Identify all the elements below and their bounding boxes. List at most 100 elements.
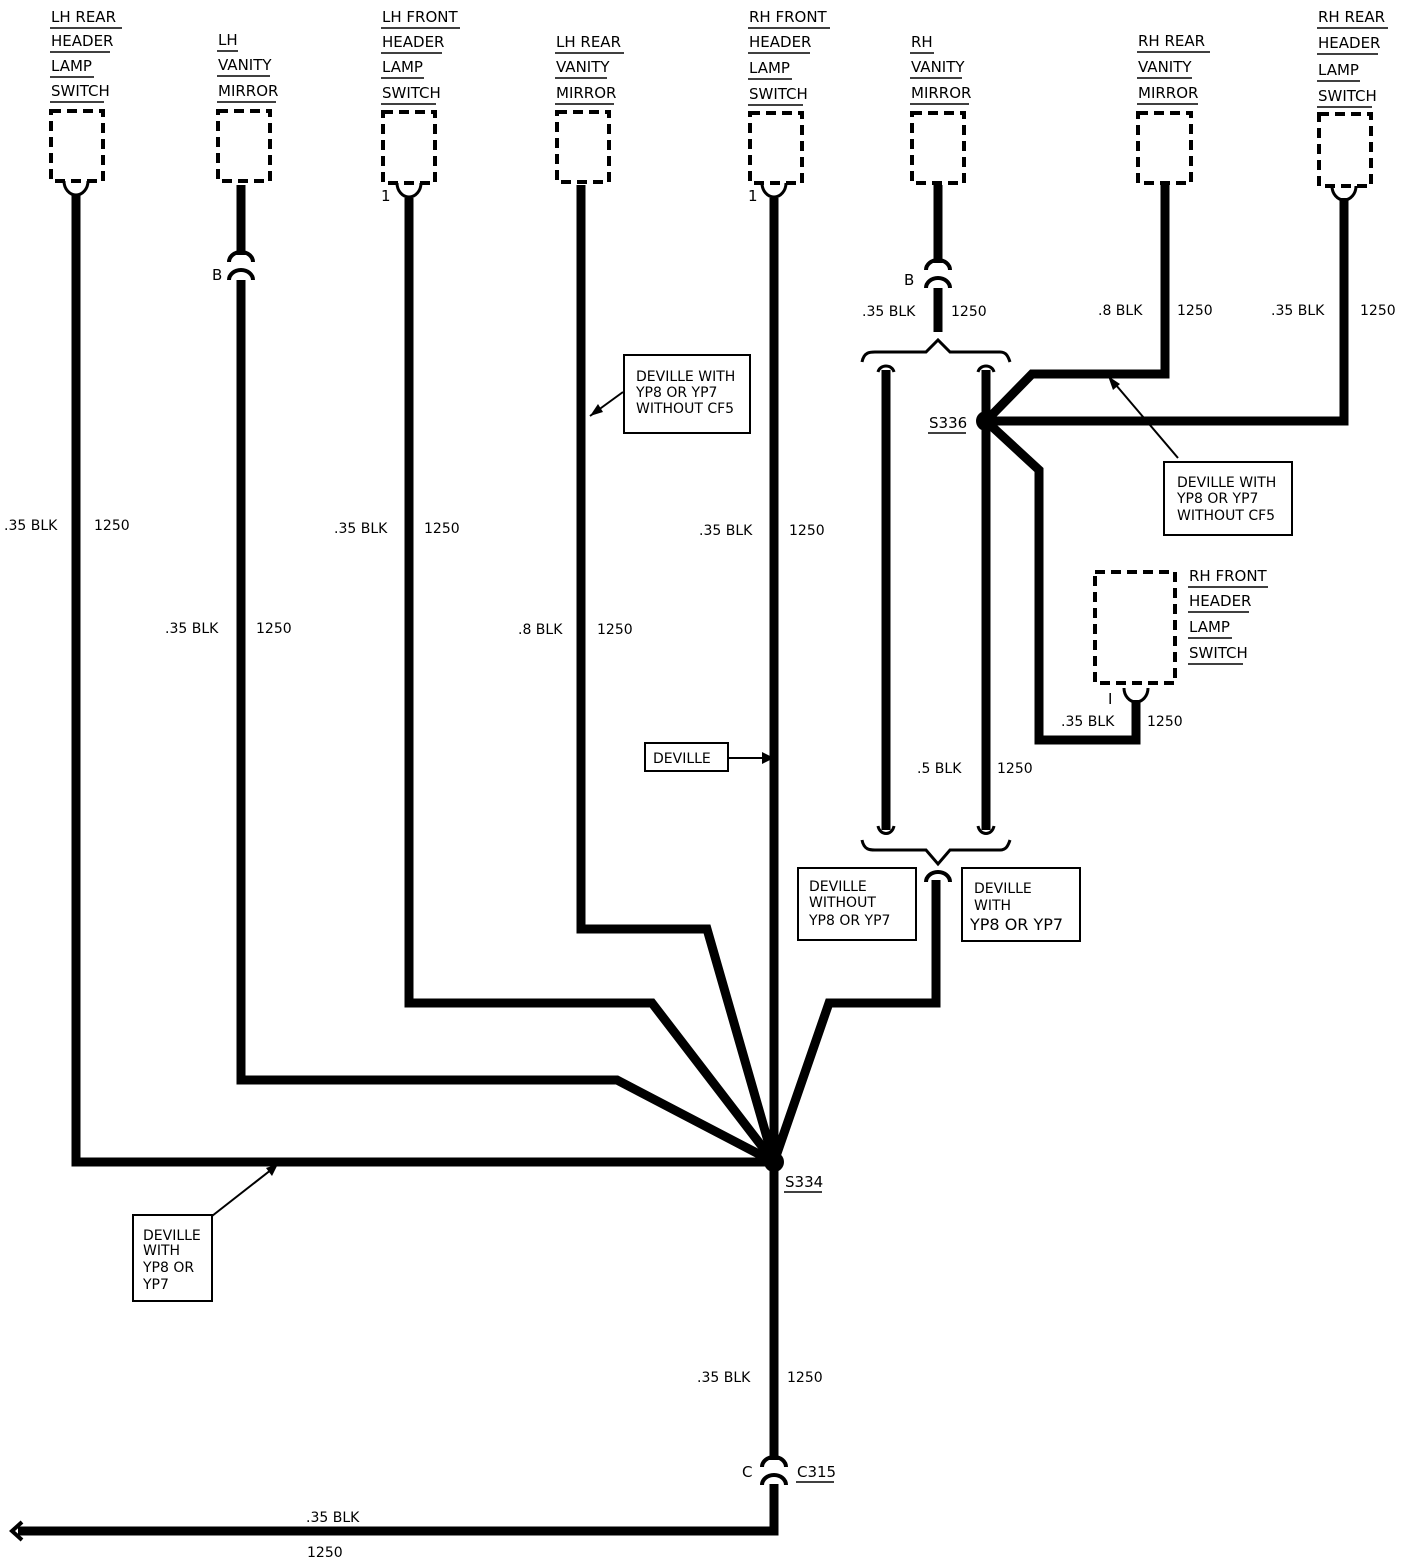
wire-rh-rear-header bbox=[986, 198, 1349, 426]
n2-line3: WITHOUT CF5 bbox=[1177, 508, 1275, 524]
n5-line1: DEVILLE bbox=[974, 881, 1032, 897]
c5-line3: LAMP bbox=[749, 59, 790, 77]
c1-line3: LAMP bbox=[51, 57, 92, 75]
n5-line2: WITH bbox=[974, 898, 1011, 914]
w8-size: .35 BLK bbox=[1271, 303, 1325, 319]
n6-line4: YP7 bbox=[142, 1277, 169, 1293]
wire-lh-rear-header bbox=[71, 195, 774, 1167]
c5-line4: SWITCH bbox=[749, 85, 808, 103]
wire-lh-front-header bbox=[404, 198, 778, 1165]
c9-line3: LAMP bbox=[1189, 618, 1230, 636]
w7-size: .8 BLK bbox=[1098, 303, 1143, 319]
c2-line3: MIRROR bbox=[218, 82, 278, 100]
c5-line2: HEADER bbox=[749, 33, 811, 51]
n2-line1: DEVILLE WITH bbox=[1177, 475, 1276, 491]
note-n6-box bbox=[132, 1214, 213, 1302]
pin-i: I bbox=[1108, 690, 1112, 708]
connector-b1-cup bbox=[227, 250, 255, 281]
arrowhead-n2 bbox=[1108, 376, 1120, 390]
w1-circuit: 1250 bbox=[94, 518, 130, 534]
c7-line2: VANITY bbox=[1138, 58, 1192, 76]
c7-line1: RH REAR bbox=[1138, 32, 1205, 50]
arrow-n6 bbox=[211, 1165, 277, 1217]
rh-vanity-mirror-box bbox=[910, 111, 966, 185]
w5-size: .35 BLK bbox=[699, 523, 753, 539]
c2-line2: VANITY bbox=[218, 56, 272, 74]
w4-size: .8 BLK bbox=[518, 622, 563, 638]
c3-line1: LH FRONT bbox=[382, 8, 458, 26]
arrowhead-n6 bbox=[266, 1164, 278, 1176]
w4-circuit: 1250 bbox=[597, 622, 633, 638]
c4-line3: MIRROR bbox=[556, 84, 616, 102]
c8-line2: HEADER bbox=[1318, 34, 1380, 52]
w9-circuit: 1250 bbox=[1147, 714, 1183, 730]
w3-size: .35 BLK bbox=[334, 521, 388, 537]
w12-size: .35 BLK bbox=[306, 1510, 360, 1526]
w12-circuit: 1250 bbox=[307, 1545, 343, 1561]
note-n4-box bbox=[797, 867, 917, 941]
n5-line3: YP8 OR YP7 bbox=[969, 915, 1063, 934]
w3-circuit: 1250 bbox=[424, 521, 460, 537]
wires bbox=[18, 185, 1349, 1536]
note-n3-box bbox=[644, 742, 729, 772]
w1-size: .35 BLK bbox=[4, 518, 58, 534]
n4-line1: DEVILLE bbox=[809, 879, 867, 895]
terminal-cup bbox=[395, 182, 423, 199]
component-labels: LH REAR HEADER LAMP SWITCH LH VANITY MIR… bbox=[51, 8, 1385, 662]
wire-labels: .35 BLK 1250 .35 BLK 1250 .35 BLK 1250 .… bbox=[4, 303, 1396, 1561]
wire-s336-rh-front-header bbox=[982, 417, 1141, 745]
left-branch-top-hook bbox=[876, 364, 896, 373]
label-underlines bbox=[50, 27, 1388, 665]
c4-line1: LH REAR bbox=[556, 33, 621, 51]
connector-c315-cup bbox=[760, 1455, 788, 1486]
n1-line3: WITHOUT CF5 bbox=[636, 401, 734, 417]
terminal-cup bbox=[1330, 185, 1358, 202]
w8-circuit: 1250 bbox=[1360, 303, 1396, 319]
wire-rh-rear-vanity bbox=[982, 185, 1170, 425]
c3-line4: SWITCH bbox=[382, 84, 441, 102]
c2-line1: LH bbox=[218, 31, 238, 49]
lh-rear-vanity-mirror-box bbox=[555, 110, 611, 184]
splice-s334: S334 bbox=[785, 1173, 823, 1191]
wire-end-hook bbox=[9, 1520, 24, 1542]
n6-line3: YP8 OR bbox=[142, 1260, 194, 1276]
c6-line3: MIRROR bbox=[911, 84, 971, 102]
note-n2-box bbox=[1163, 461, 1293, 536]
c4-line2: VANITY bbox=[556, 58, 610, 76]
c9-line4: SWITCH bbox=[1189, 644, 1248, 662]
w2-size: .35 BLK bbox=[165, 621, 219, 637]
c8-line3: LAMP bbox=[1318, 61, 1359, 79]
connector-underlines bbox=[784, 432, 966, 1483]
arrow-n2 bbox=[1109, 377, 1179, 459]
lh-rear-header-lamp-switch-box bbox=[49, 109, 105, 183]
note-arrows bbox=[211, 376, 1179, 1217]
connector-c315: C315 bbox=[797, 1463, 836, 1481]
splice-s336-dot bbox=[976, 411, 996, 431]
note-n5-box bbox=[961, 867, 1081, 942]
c3-line3: LAMP bbox=[382, 58, 423, 76]
arrowhead-n1 bbox=[590, 404, 603, 416]
connector-b-right: B bbox=[904, 271, 914, 289]
n3-line1: DEVILLE bbox=[653, 751, 711, 767]
c9-line2: HEADER bbox=[1189, 592, 1251, 610]
w10-circuit: 1250 bbox=[997, 761, 1033, 777]
connector-b2-cup bbox=[924, 258, 952, 289]
w6-circuit: 1250 bbox=[951, 304, 987, 320]
arrowhead-n3 bbox=[762, 752, 774, 764]
n4-line3: YP8 OR YP7 bbox=[808, 913, 890, 929]
w9-size: .35 BLK bbox=[1061, 714, 1115, 730]
c7-line3: MIRROR bbox=[1138, 84, 1198, 102]
note-boxes bbox=[132, 354, 1293, 1302]
pin-1-a: 1 bbox=[381, 187, 391, 205]
w6-size: .35 BLK bbox=[862, 304, 916, 320]
connector-labels: 1 1 I B B C C315 S334 S336 bbox=[212, 187, 1112, 1481]
c1-line2: HEADER bbox=[51, 32, 113, 50]
connector-b-left: B bbox=[212, 266, 222, 284]
n6-line2: WITH bbox=[143, 1243, 180, 1259]
lh-vanity-mirror-box bbox=[216, 109, 272, 183]
wire-lh-rear-vanity bbox=[576, 185, 779, 1164]
w5-circuit: 1250 bbox=[789, 523, 825, 539]
c6-line2: VANITY bbox=[911, 58, 965, 76]
note-texts: DEVILLE WITH YP8 OR YP7 WITHOUT CF5 DEVI… bbox=[142, 369, 1276, 1293]
terminal-cup bbox=[62, 180, 90, 197]
